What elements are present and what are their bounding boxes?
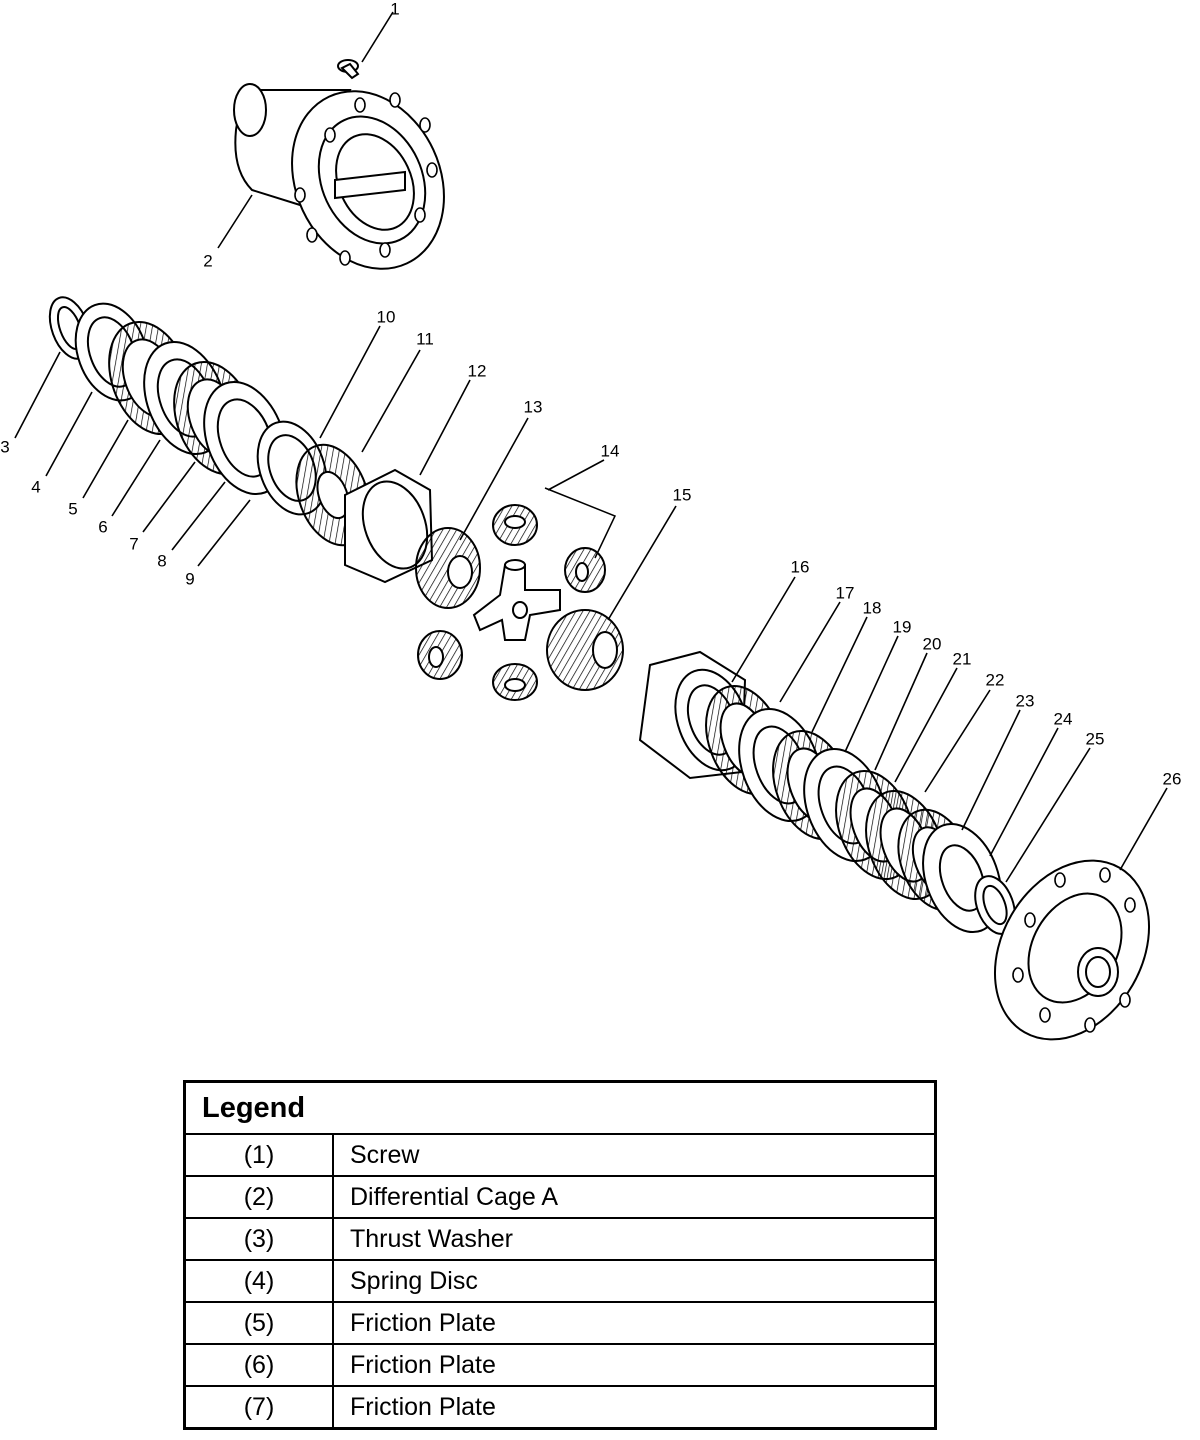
callout-22: 22 — [986, 670, 1005, 689]
leader-line-6 — [111, 439, 161, 517]
screw — [337, 59, 360, 80]
leader-line-7 — [142, 461, 196, 533]
legend-row: (3)Thrust Washer — [183, 1217, 937, 1261]
callout-15: 15 — [673, 485, 692, 504]
pressure-case — [344, 468, 434, 584]
pinion-gears — [417, 504, 606, 701]
bracket-14 — [544, 487, 617, 559]
legend-item-number: (1) — [183, 1133, 334, 1177]
legend-table: Legend (1)Screw(2)Differential Cage A(3)… — [183, 1080, 937, 1430]
leader-line-5 — [82, 419, 129, 499]
cross-shaft — [472, 559, 561, 641]
leader-line-4 — [45, 391, 93, 477]
callout-3: 3 — [0, 437, 9, 456]
legend-item-description: Screw — [332, 1133, 937, 1177]
callout-11: 11 — [416, 329, 434, 348]
callout-26: 26 — [1163, 769, 1182, 788]
leader-line-13 — [459, 417, 529, 541]
differential-cage-b — [993, 859, 1151, 1041]
leader-line-22 — [924, 689, 991, 793]
leader-line-8 — [171, 481, 226, 551]
callout-4: 4 — [31, 477, 40, 496]
leader-line-15 — [607, 505, 677, 621]
leader-line-16 — [731, 576, 796, 683]
side-gear-right — [546, 609, 624, 691]
callout-12: 12 — [468, 361, 487, 380]
leader-line-26 — [1119, 787, 1168, 871]
leader-line-11 — [361, 349, 421, 453]
callout-9: 9 — [185, 569, 194, 588]
callout-8: 8 — [157, 551, 166, 570]
legend-row: (4)Spring Disc — [183, 1259, 937, 1303]
legend-item-description: Spring Disc — [332, 1259, 937, 1303]
leader-line-10 — [319, 325, 381, 439]
legend-row: (6)Friction Plate — [183, 1343, 937, 1387]
callout-19: 19 — [893, 617, 912, 636]
legend-item-number: (6) — [183, 1343, 334, 1387]
legend-item-number: (2) — [183, 1175, 334, 1219]
leader-line-18 — [811, 616, 868, 733]
callout-5: 5 — [68, 499, 77, 518]
leader-line-20 — [874, 652, 928, 771]
legend-row: (7)Friction Plate — [183, 1385, 937, 1430]
side-gear — [415, 527, 481, 609]
legend-title: Legend — [183, 1080, 937, 1135]
legend-header-row: Legend — [183, 1080, 937, 1135]
leader-line-2 — [217, 194, 253, 249]
friction-plates-left — [108, 320, 287, 496]
leader-line-25 — [1005, 747, 1091, 883]
callout-2: 2 — [203, 251, 212, 270]
leader-line-1 — [361, 11, 394, 63]
callout-25: 25 — [1086, 729, 1105, 748]
exploded-view-diagram: 1234567891011121314151617181920212223242… — [0, 0, 1182, 1041]
legend-item-description: Friction Plate — [332, 1385, 937, 1430]
leader-line-3 — [14, 351, 61, 439]
callout-20: 20 — [923, 634, 942, 653]
leader-line-23 — [961, 709, 1021, 831]
leader-line-17 — [779, 601, 841, 703]
leader-line-24 — [989, 727, 1059, 857]
callout-17: 17 — [836, 583, 855, 602]
leader-line-9 — [197, 499, 251, 567]
callout-24: 24 — [1054, 709, 1073, 728]
leader-line-12 — [419, 379, 471, 476]
callout-7: 7 — [129, 534, 138, 553]
legend-item-number: (4) — [183, 1259, 334, 1303]
legend-row: (2)Differential Cage A — [183, 1175, 937, 1219]
leader-line-19 — [844, 635, 899, 753]
legend-row: (5)Friction Plate — [183, 1301, 937, 1345]
legend-item-number: (3) — [183, 1217, 334, 1261]
legend-item-number: (7) — [183, 1385, 334, 1430]
differential-cage-a — [233, 83, 445, 270]
callout-13: 13 — [524, 397, 543, 416]
thrust-washer-right — [974, 875, 1016, 935]
leader-line-14 — [547, 459, 605, 491]
callout-1: 1 — [390, 0, 399, 18]
legend-item-description: Thrust Washer — [332, 1217, 937, 1261]
legend-item-description: Differential Cage A — [332, 1175, 937, 1219]
callout-21: 21 — [953, 649, 972, 668]
right-clutch-pack — [638, 650, 1016, 935]
legend-item-number: (5) — [183, 1301, 334, 1345]
callout-18: 18 — [863, 598, 882, 617]
legend-item-description: Friction Plate — [332, 1343, 937, 1387]
legend-item-description: Friction Plate — [332, 1301, 937, 1345]
callout-16: 16 — [791, 557, 810, 576]
legend-row: (1)Screw — [183, 1133, 937, 1177]
callout-10: 10 — [377, 307, 396, 326]
callout-14: 14 — [601, 441, 620, 460]
left-clutch-pack — [48, 296, 371, 547]
callout-23: 23 — [1016, 691, 1035, 710]
leader-line-21 — [894, 667, 958, 783]
callout-6: 6 — [98, 517, 107, 536]
